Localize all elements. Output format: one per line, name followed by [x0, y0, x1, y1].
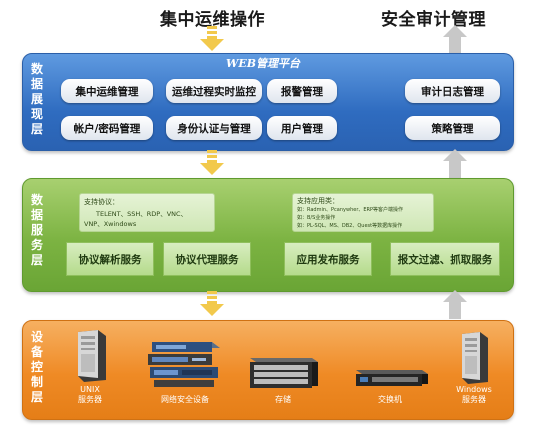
module-audit-log[interactable]: 审计日志管理 [405, 79, 500, 103]
apps-note-title: 支持应用类： [297, 197, 339, 205]
service-app-publishing[interactable]: 应用发布服务 [284, 242, 372, 276]
service-protocol-parsing[interactable]: 协议解析服务 [66, 242, 154, 276]
protocols-note-line: VNP、Xwindows [84, 220, 137, 228]
apps-note-line: 如：PL-SQL、MS、DB2、Quest等数据库操作 [297, 223, 403, 229]
module-alarm-management[interactable]: 报警管理 [267, 79, 337, 103]
data-service-layer-label: 数据服务层 [30, 193, 43, 267]
web-platform-title: WEB管理平台 [226, 57, 301, 70]
service-packet-filter-capture[interactable]: 报文过滤、抓取服务 [390, 242, 500, 276]
down-arrow-icon [200, 291, 224, 316]
protocols-note-line: TELENT、SSH、RDP、VNC、 [96, 210, 188, 218]
up-arrow-icon [443, 25, 467, 54]
down-arrow-icon [200, 26, 224, 51]
top-title-audit: 安全审计管理 [381, 10, 486, 30]
protocols-note: 支持协议： TELENT、SSH、RDP、VNC、 VNP、Xwindows [79, 193, 215, 232]
down-arrow-icon [200, 150, 224, 175]
device-label-switch: 交换机 [378, 395, 402, 404]
tower-server-icon [78, 330, 106, 382]
storage-array-icon [250, 358, 318, 388]
switch-icon [356, 370, 428, 386]
protocols-note-title: 支持协议： [84, 198, 119, 206]
data-presentation-layer-label: 数据展现层 [30, 62, 43, 136]
apps-note-line: 如：B/S业务操作 [297, 215, 336, 221]
device-label-line: UNIX [80, 385, 100, 394]
device-label-storage: 存储 [275, 395, 291, 404]
module-ops-management[interactable]: 集中运维管理 [61, 79, 153, 103]
tower-server-icon [462, 332, 488, 384]
module-account-password[interactable]: 帐户/密码管理 [61, 116, 153, 140]
apps-note-line: 如：Radmin、Pcanywher、ERP等客户端操作 [297, 207, 404, 213]
module-user-management[interactable]: 用户管理 [267, 116, 337, 140]
service-protocol-proxy[interactable]: 协议代理服务 [163, 242, 251, 276]
device-label-windows-sub: 服务器 [462, 395, 486, 404]
apps-note: 支持应用类： 如：Radmin、Pcanywher、ERP等客户端操作 如：B/… [292, 193, 434, 232]
device-label-unix: UNIX [70, 385, 110, 395]
device-label-network-security: 网络安全设备 [161, 395, 209, 404]
up-arrow-icon [443, 290, 467, 319]
up-arrow-icon [443, 149, 467, 178]
top-title-ops: 集中运维操作 [160, 10, 265, 30]
device-label-windows: Windows [456, 385, 492, 394]
device-control-layer-label: 设备控制层 [30, 330, 43, 404]
module-realtime-monitor[interactable]: 运维过程实时监控 [166, 79, 262, 103]
network-security-appliance-icon [148, 342, 220, 387]
module-policy-management[interactable]: 策略管理 [405, 116, 500, 140]
module-identity-auth[interactable]: 身份认证与管理 [166, 116, 262, 140]
device-label-unix-sub: 服务器 [78, 395, 102, 404]
